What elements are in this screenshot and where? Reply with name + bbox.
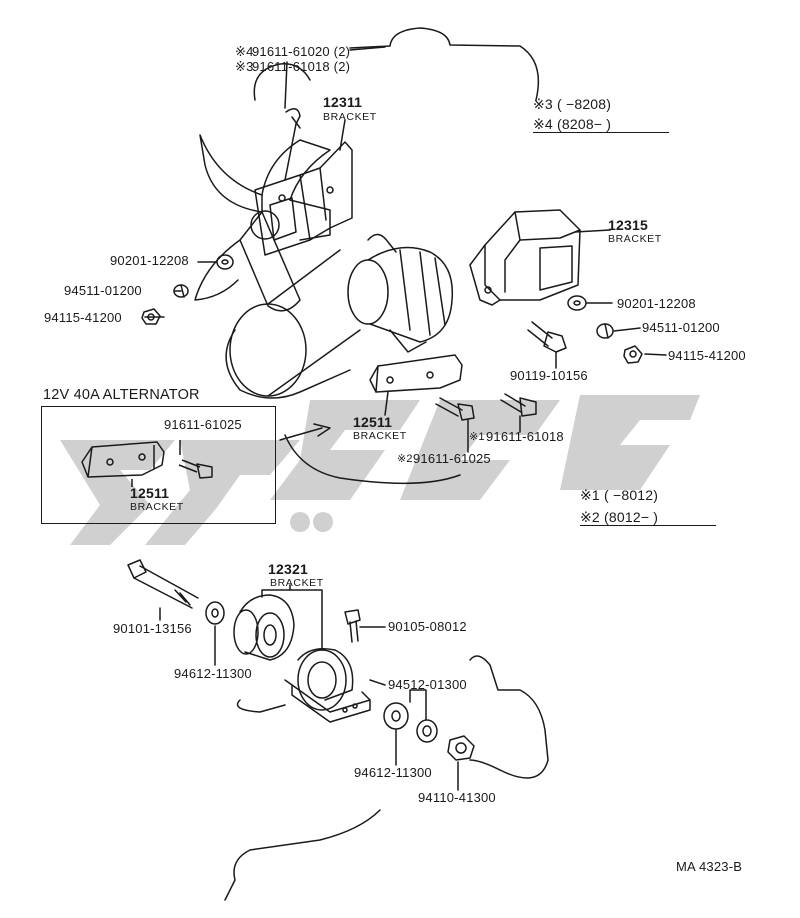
label-94512: 94512-01300 [388, 677, 467, 692]
bracket-12311-icon [254, 108, 353, 256]
nut-94110-icon [447, 735, 475, 761]
fan-icon [194, 134, 331, 312]
label-94115-left: 94115-41200 [44, 310, 122, 325]
caption-bracket-12511-main: BRACKET [353, 430, 407, 442]
label-90201-right: 90201-12208 [617, 296, 696, 311]
label-94110: 94110-41300 [418, 790, 496, 805]
mark-4-top: ※4 [235, 44, 254, 59]
alternator-icon [347, 233, 454, 353]
alternator-inset-box [41, 406, 276, 524]
mark-1-mid: ※1 [469, 431, 485, 443]
label-12321: 12321 [268, 561, 308, 577]
bolt-91611-61018-icon [500, 393, 537, 417]
label-94511-left: 94511-01200 [64, 283, 142, 298]
washer-94512-icon [416, 719, 438, 743]
bolt-90101-icon [127, 559, 199, 609]
label-90105: 90105-08012 [388, 619, 467, 634]
mark-2-mid: ※2 [397, 453, 413, 465]
label-12511-inset: 12511 [130, 485, 170, 501]
label-91611-61025-mid: 91611-61025 [413, 451, 491, 466]
leader-lines-lower [159, 584, 459, 791]
mark-3-top: ※3 [235, 59, 254, 74]
diagram-code: MA 4323-B [676, 859, 743, 874]
caption-bracket-12315: BRACKET [608, 233, 662, 245]
note-1: ※1 ( −8012) [580, 487, 659, 503]
label-91611-61018-top: 91611-61018 (2) [252, 59, 351, 74]
caption-bracket-12321: BRACKET [270, 577, 324, 589]
label-90201-left: 90201-12208 [110, 253, 189, 268]
note-3: ※3 ( −8208) [533, 96, 612, 112]
label-12311: 12311 [323, 94, 363, 110]
bolt-90105-icon [344, 609, 361, 643]
washer-94612-b-icon [383, 702, 409, 730]
bracket-12321-icon [284, 648, 371, 723]
label-91611-61018-mid: 91611-61018 [486, 429, 564, 444]
washer-94612-a-icon [205, 601, 225, 625]
washer-90201-right-icon [567, 295, 587, 311]
bracket-12511-icon [369, 354, 463, 393]
engine-outline [225, 27, 540, 399]
caption-bracket-12511-inset: BRACKET [130, 501, 184, 513]
label-90101: 90101-13156 [113, 621, 192, 636]
label-90119: 90119-10156 [510, 368, 588, 383]
label-94612-a: 94612-11300 [174, 666, 252, 681]
washer-90201-left-icon [216, 254, 234, 270]
caption-bracket-12311: BRACKET [323, 111, 377, 123]
nut-94115-right-icon [623, 345, 643, 364]
label-94115-right: 94115-41200 [668, 348, 746, 363]
frame-outline [224, 655, 549, 901]
bracket-12315-icon [469, 209, 581, 306]
label-94511-right: 94511-01200 [642, 320, 720, 335]
label-12315: 12315 [608, 217, 648, 233]
bolt-91611-61025-icon [435, 397, 475, 421]
bolt-90119-icon [527, 321, 567, 353]
label-12511-main: 12511 [353, 414, 393, 430]
lock-washer-94511-right-icon [596, 323, 614, 339]
pulley-icon [229, 249, 361, 397]
leader-lines [144, 46, 667, 485]
bracket-12511-inset-icon [81, 440, 213, 487]
label-91611-61020: 91611-61020 (2) [252, 44, 351, 59]
bushing-12321-icon [233, 594, 295, 661]
note-4: ※4 (8208− ) [533, 117, 669, 133]
alternator-title: 12V 40A ALTERNATOR [43, 387, 200, 403]
label-94612-b: 94612-11300 [354, 765, 432, 780]
note-2: ※2 (8012− ) [580, 510, 716, 526]
label-91611-61025-inset: 91611-61025 [164, 417, 242, 432]
